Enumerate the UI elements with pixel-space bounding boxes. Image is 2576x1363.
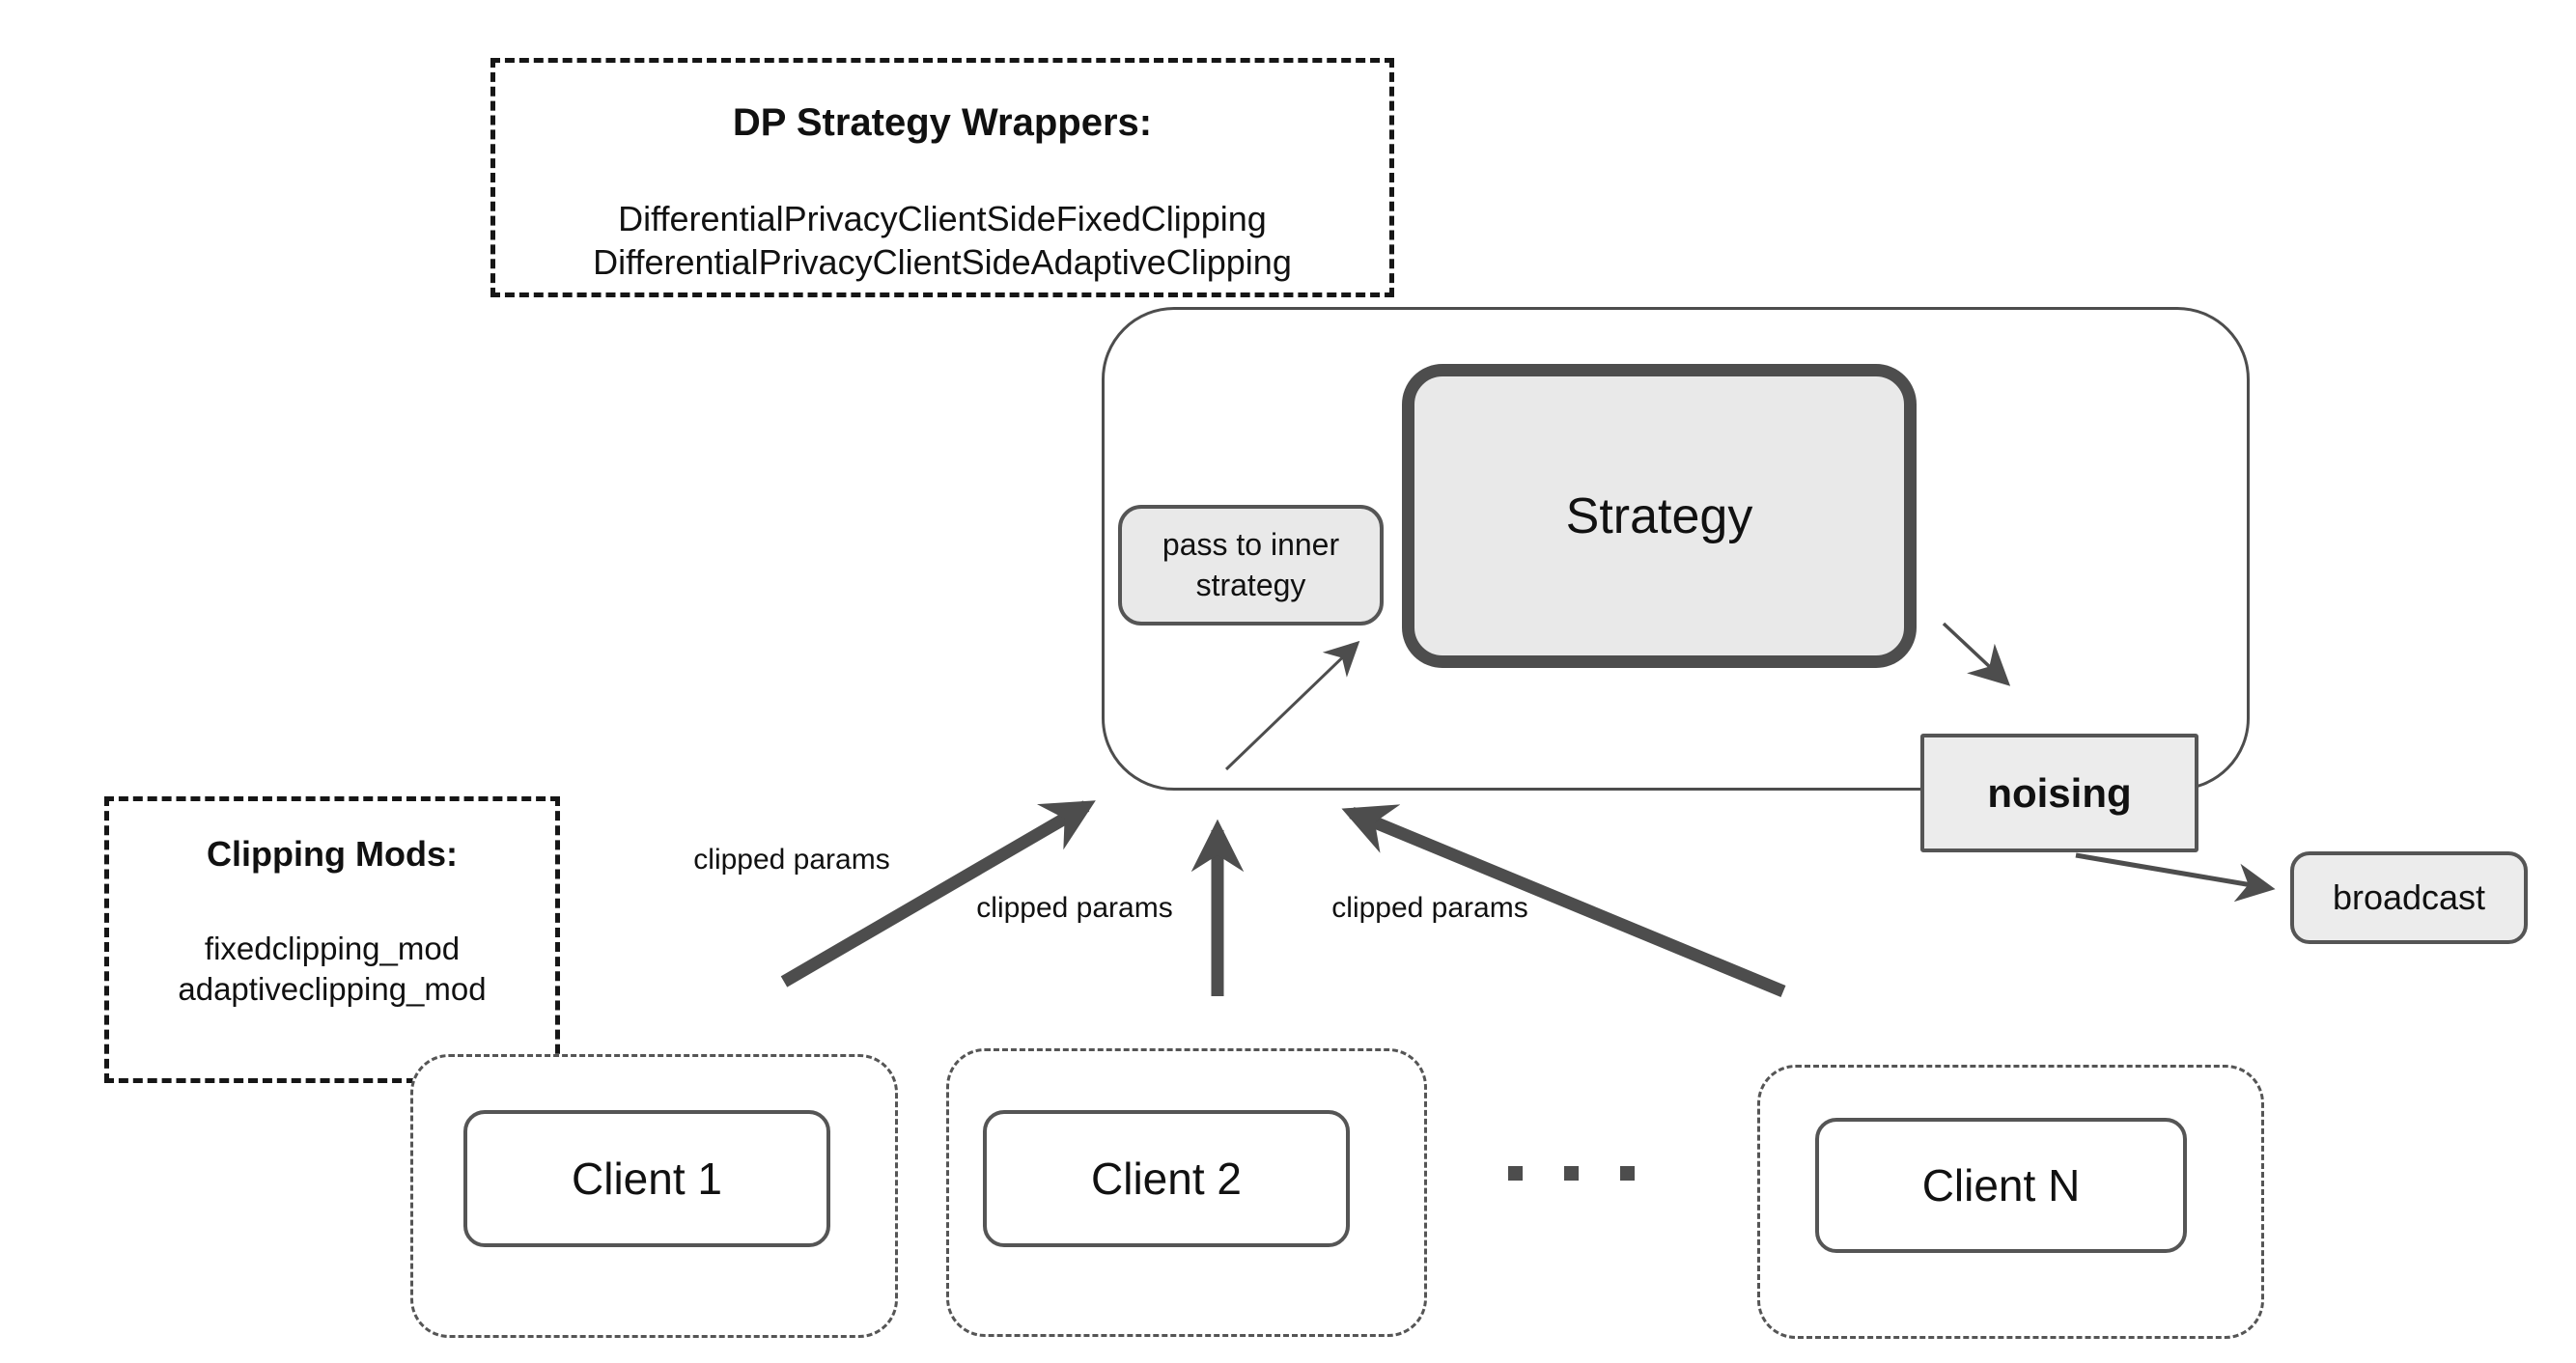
strategy-box: Strategy [1402,364,1917,668]
arrow-noising-to-broadcast [2075,852,2276,903]
edge-label-clipped-params-2: clipped params [976,892,1173,924]
client-2-box: Client 2 [983,1110,1350,1247]
client-2-label: Client 2 [1091,1154,1242,1204]
edge-label-clipped-params-1: clipped params [693,844,890,876]
clipping-mods-box: Clipping Mods: fixedclipping_mod adaptiv… [104,796,560,1083]
dp-strategy-wrappers-box: DP Strategy Wrappers: DifferentialPrivac… [490,58,1394,297]
noising-label: noising [1987,769,2132,816]
ellipsis-dots [1508,1166,1635,1181]
clipping-mods-title: Clipping Mods: [207,834,458,874]
client-n-label: Client N [1921,1160,2081,1210]
clipping-mod-item-fixed: fixedclipping_mod [204,931,461,966]
ellipsis-dot-2 [1564,1166,1579,1181]
clipping-mod-item-adaptive: adaptiveclipping_mod [178,970,487,1007]
broadcast-box: broadcast [2290,851,2528,944]
broadcast-label: broadcast [2332,877,2486,917]
client-1-label: Client 1 [572,1154,722,1204]
dp-wrapper-item-adaptive: DifferentialPrivacyClientSideAdaptiveCli… [593,242,1292,283]
dp-wrapper-item-fixed: DifferentialPrivacyClientSideFixedClippi… [618,199,1267,238]
client-n-box: Client N [1815,1118,2187,1253]
client-1-box: Client 1 [463,1110,830,1247]
noising-box: noising [1920,734,2198,852]
pass-to-inner-strategy-label: pass to inner strategy [1162,526,1340,602]
ellipsis-dot-1 [1508,1166,1523,1181]
pass-to-inner-strategy-box: pass to inner strategy [1118,505,1384,626]
ellipsis-dot-3 [1620,1166,1635,1181]
edge-label-clipped-params-3: clipped params [1331,892,1528,924]
dp-strategy-wrappers-title: DP Strategy Wrappers: [732,101,1153,144]
strategy-label: Strategy [1565,487,1753,544]
